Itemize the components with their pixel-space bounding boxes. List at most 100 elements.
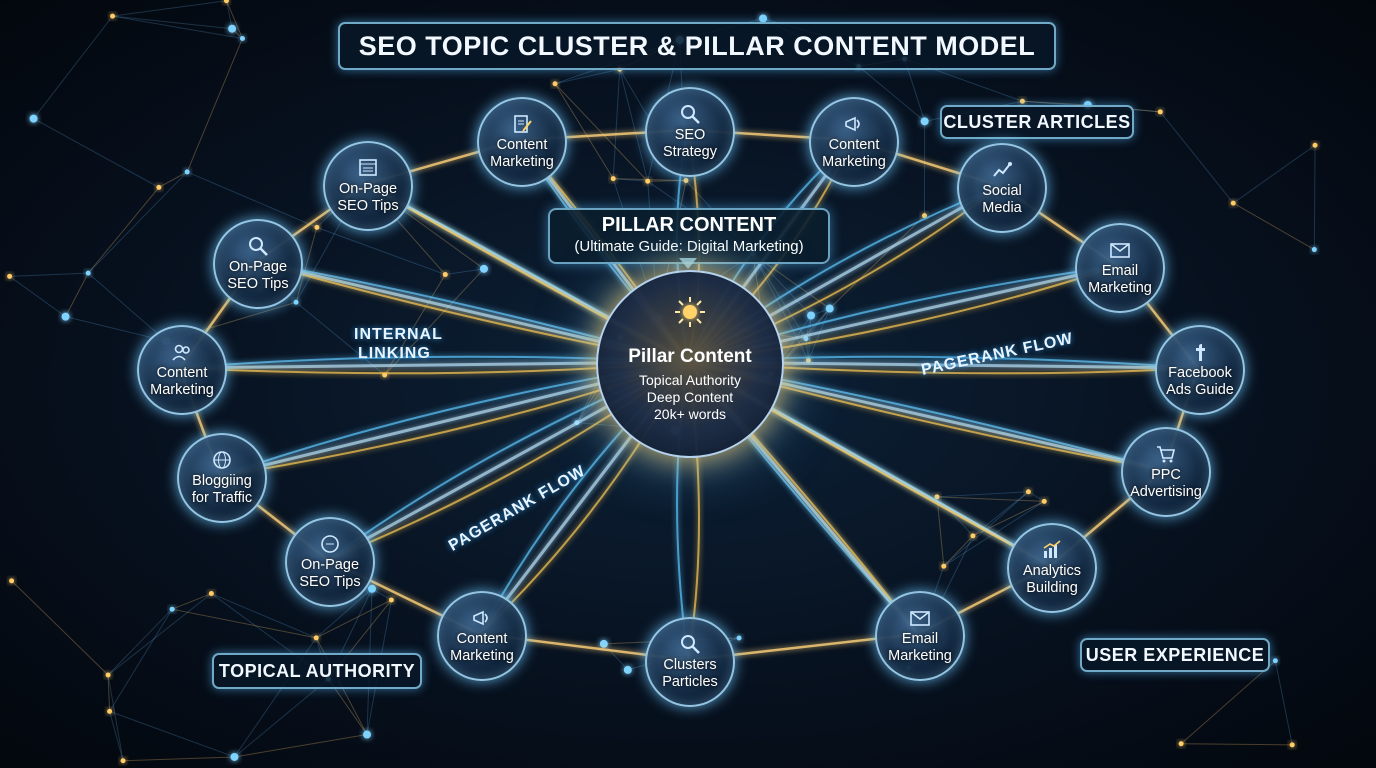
network-node-dot — [803, 336, 809, 342]
node-label-line: Advertising — [1130, 484, 1202, 500]
network-line — [752, 253, 809, 361]
network-node-dot — [368, 584, 377, 593]
network-line — [943, 535, 974, 567]
network-line — [109, 711, 124, 761]
network-line — [107, 674, 124, 761]
node-label-line: Marketing — [450, 648, 514, 664]
network-line — [316, 599, 392, 639]
node-label-line: Media — [982, 200, 1022, 216]
network-node-dot — [1272, 658, 1278, 664]
network-line — [234, 734, 368, 758]
network-node-dot — [313, 635, 319, 641]
network-line — [65, 272, 89, 317]
internal-linking-label-line1: INTERNAL — [354, 326, 443, 343]
network-line — [936, 491, 1029, 498]
network-node-dot — [107, 708, 113, 714]
network-line — [211, 593, 317, 639]
network-line — [613, 178, 648, 182]
network-node-dot — [920, 117, 929, 126]
network-line — [158, 171, 188, 188]
node-label-line: Content — [456, 631, 508, 647]
node-label-line: On-Page — [228, 259, 288, 275]
node-label-line: Content — [156, 365, 208, 381]
network-node-dot — [479, 264, 488, 273]
hub-title: Pillar Content — [628, 346, 752, 367]
network-line — [554, 83, 614, 179]
network-line — [109, 710, 235, 758]
node-label-line: Social — [982, 183, 1022, 199]
network-node-dot — [599, 639, 608, 648]
node-label-line: Particles — [662, 674, 718, 690]
network-line — [295, 227, 318, 303]
network-node-dot — [120, 758, 126, 764]
topical-authority-tag: TOPICAL AUTHORITY — [212, 653, 422, 689]
network-node-dot — [388, 597, 394, 603]
facebook-icon — [1196, 344, 1205, 361]
network-node-dot — [1312, 142, 1318, 148]
node-label-line: Marketing — [888, 648, 952, 664]
network-line — [226, 0, 243, 39]
pillar-content-hub[interactable]: Pillar Content Topical Authority Deep Co… — [596, 270, 784, 458]
network-line — [107, 593, 212, 676]
network-node-dot — [169, 606, 175, 612]
envelope-icon — [910, 611, 930, 626]
node-label-line: Marketing — [822, 154, 886, 170]
network-line — [172, 608, 317, 639]
hub-line-deep-content: Deep Content — [646, 389, 734, 405]
network-line — [936, 496, 1045, 502]
node-label-line: Clusters — [663, 657, 717, 673]
network-node-dot — [105, 672, 111, 678]
magnifier-icon — [249, 237, 268, 256]
network-line — [829, 215, 925, 309]
network-line — [234, 678, 329, 758]
network-line — [112, 0, 227, 17]
network-node-dot — [363, 730, 372, 739]
network-line — [186, 38, 243, 173]
sun-burst-icon — [675, 297, 705, 327]
network-node-dot — [1178, 741, 1184, 747]
node-label-line: for Traffic — [191, 490, 253, 506]
network-node-dot — [736, 635, 742, 641]
network-line — [554, 83, 649, 182]
node-label-line: Bloggiing — [192, 473, 252, 489]
network-node-dot — [825, 304, 834, 313]
network-node-dot — [610, 176, 616, 182]
network-line — [1232, 202, 1315, 250]
network-line — [936, 496, 974, 537]
node-label-line: Building — [1026, 580, 1078, 596]
node-label-line: Marketing — [490, 154, 554, 170]
network-node-dot — [293, 299, 299, 305]
network-node-dot — [1157, 109, 1163, 115]
user-experience-tag: USER EXPERIENCE — [1080, 638, 1270, 672]
network-line — [87, 272, 167, 342]
network-node-dot — [9, 578, 15, 584]
network-line — [1159, 111, 1234, 204]
magnifier-icon — [681, 105, 700, 124]
cluster-articles-tag: CLUSTER ARTICLES — [940, 105, 1134, 139]
callout-pointer — [679, 258, 697, 269]
network-node-dot — [184, 169, 190, 175]
node-label-line: SEO Tips — [337, 198, 399, 214]
network-line — [123, 756, 235, 762]
network-node-dot — [7, 273, 13, 279]
network-line — [225, 0, 233, 29]
node-label-line: Ads Guide — [1166, 382, 1234, 398]
node-label-line: Content — [496, 137, 548, 153]
network-node-dot — [1230, 200, 1236, 206]
